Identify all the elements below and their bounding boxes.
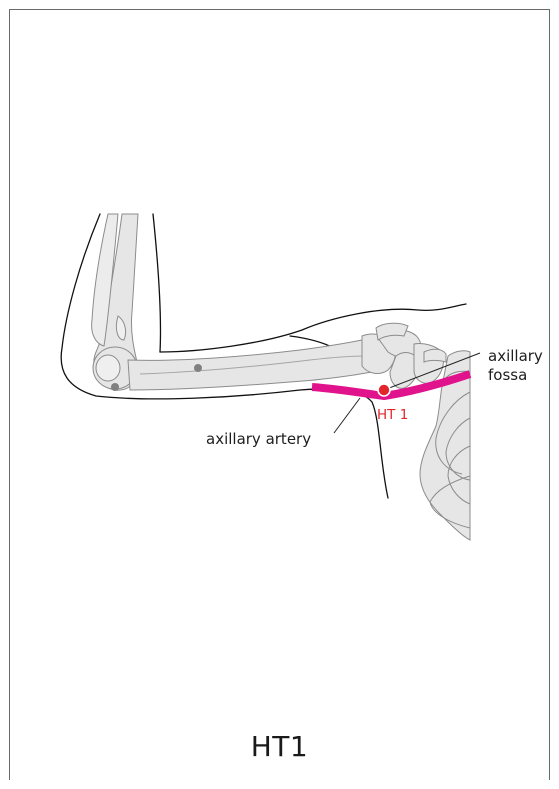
artery-leader-line: [334, 398, 360, 433]
forearm-bones: [128, 340, 372, 390]
artery-label: axillary artery: [206, 430, 311, 448]
fossa-label-line2: fossa: [488, 366, 527, 384]
elbow-dot: [111, 383, 119, 391]
ht1-point: [378, 384, 390, 396]
figure-caption: HT1: [0, 730, 559, 763]
fossa-label-line1: axillary: [488, 347, 543, 365]
hand-bones: [362, 323, 446, 388]
forearm-dot: [194, 364, 202, 372]
ht1-point-label: HT 1: [377, 407, 408, 423]
